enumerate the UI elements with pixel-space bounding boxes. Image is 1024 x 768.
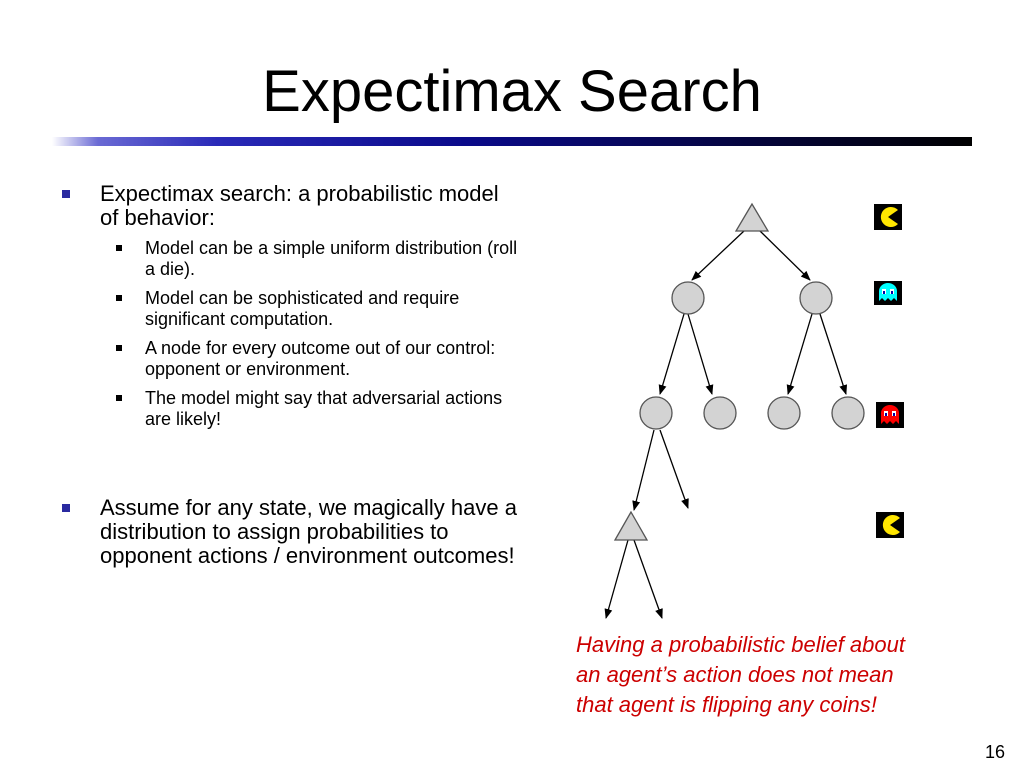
chance-node xyxy=(671,281,705,315)
tree-edge xyxy=(658,313,685,395)
page-number: 16 xyxy=(985,742,1006,762)
caption-line: that agent is flipping any coins! xyxy=(576,692,877,717)
chance-node xyxy=(639,396,673,430)
caption-line: an agent’s action does not mean xyxy=(576,662,894,687)
bullet-item: Expectimax search: a probabilistic model… xyxy=(60,182,520,430)
sub-bullet-item: The model might say that adversarial act… xyxy=(100,388,520,430)
chance-node xyxy=(831,396,865,430)
sub-bullet-item: Model can be a simple uniform distributi… xyxy=(100,238,520,280)
tree-edge xyxy=(819,313,848,395)
bullet-item: Assume for any state, we magically have … xyxy=(60,496,520,568)
sub-bullet-square-icon xyxy=(116,345,122,351)
tree-edge xyxy=(659,429,689,509)
chance-node xyxy=(703,396,737,430)
red-ghost-icon xyxy=(876,402,904,428)
sub-bullet-square-icon xyxy=(116,245,122,251)
max-node xyxy=(613,510,649,541)
tree-edge xyxy=(633,539,663,619)
tree-edge xyxy=(691,230,745,281)
sub-bullet-square-icon xyxy=(116,395,122,401)
sub-bullet-text: Model can be sophisticated and require s… xyxy=(145,288,460,329)
bullet-list: Expectimax search: a probabilistic model… xyxy=(60,182,520,568)
tree-edge xyxy=(604,539,629,619)
sub-bullet-square-icon xyxy=(116,295,122,301)
bullet-square-icon xyxy=(62,190,70,198)
chance-node xyxy=(767,396,801,430)
bullet-square-icon xyxy=(62,504,70,512)
sub-bullet-text: The model might say that adversarial act… xyxy=(145,388,503,429)
sub-bullet-text: Model can be a simple uniform distributi… xyxy=(145,238,518,279)
slide-title: Expectimax Search xyxy=(262,59,762,124)
bullet-text: Expectimax search: a probabilistic model… xyxy=(100,181,499,230)
tree-edge xyxy=(687,313,714,395)
pacman-icon xyxy=(874,204,902,230)
title-divider xyxy=(52,137,972,146)
sub-bullet-text: A node for every outcome out of our cont… xyxy=(145,338,496,379)
sub-bullet-item: A node for every outcome out of our cont… xyxy=(100,338,520,380)
sub-bullet-item: Model can be sophisticated and require s… xyxy=(100,288,520,330)
tree-edge xyxy=(632,429,655,511)
caption-line: Having a probabilistic belief about xyxy=(576,632,905,657)
caption-note: Having a probabilistic belief about an a… xyxy=(576,630,996,720)
tree-edge xyxy=(786,313,813,395)
tree-edge xyxy=(759,230,811,281)
cyan-ghost-icon xyxy=(874,281,902,305)
tree-edges xyxy=(604,230,848,619)
max-node xyxy=(734,202,770,232)
sub-bullet-list: Model can be a simple uniform distributi… xyxy=(100,238,520,430)
chance-node xyxy=(799,281,833,315)
bullet-text: Assume for any state, we magically have … xyxy=(100,495,517,568)
pacman-icon xyxy=(876,512,904,538)
